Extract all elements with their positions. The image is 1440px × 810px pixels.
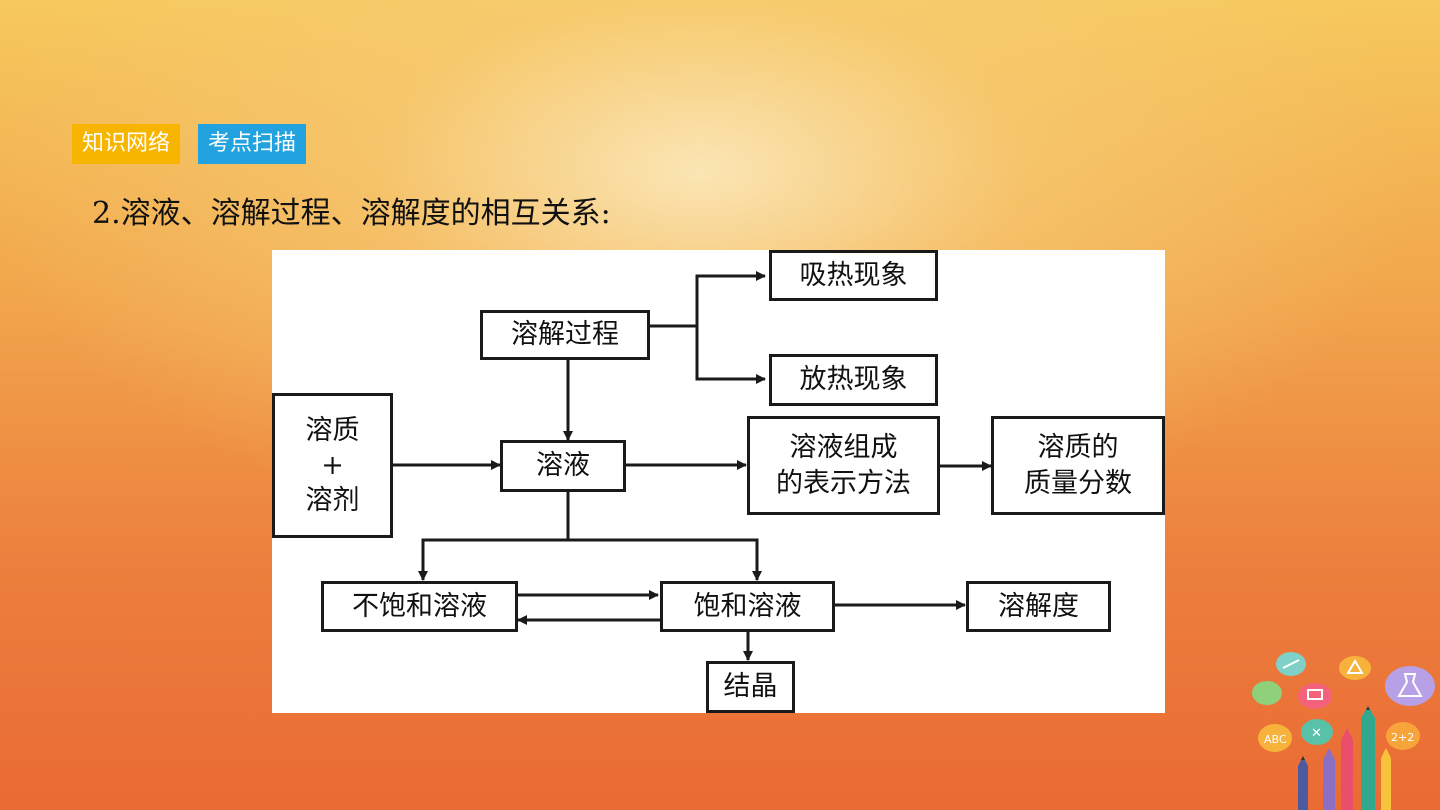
education-decoration: ABC ✕ 2+2 <box>1252 652 1435 810</box>
svg-text:✕: ✕ <box>1311 726 1322 741</box>
box-solute-solvent: 溶质 + 溶剂 <box>272 393 393 538</box>
tag-key-points[interactable]: 考点扫描 <box>198 124 307 164</box>
svg-text:ABC: ABC <box>1264 733 1287 746</box>
box-solution: 溶液 <box>500 440 626 492</box>
box-exothermic: 放热现象 <box>769 354 938 406</box>
pencil-icon <box>1298 706 1391 810</box>
abc-icon: ABC ✕ <box>1258 719 1333 752</box>
flask-icon <box>1385 666 1435 706</box>
box-unsaturated-solution: 不饱和溶液 <box>321 581 518 632</box>
chat-bubble-icon <box>1252 652 1371 709</box>
section-heading: 2.溶液、溶解过程、溶解度的相互关系: <box>92 196 611 231</box>
box-crystallization: 结晶 <box>706 661 795 713</box>
box-solubility: 溶解度 <box>966 581 1111 632</box>
svg-text:2+2: 2+2 <box>1391 731 1414 744</box>
box-dissolving-process: 溶解过程 <box>480 310 650 360</box>
diagram-panel: 吸热现象 溶解过程 放热现象 溶质 + 溶剂 溶液 溶液组成 的表示方法 溶质的… <box>272 250 1165 713</box>
box-saturated-solution: 饱和溶液 <box>660 581 835 632</box>
box-mass-fraction: 溶质的 质量分数 <box>991 416 1165 515</box>
connector-arrows <box>392 271 992 661</box>
box-composition-method: 溶液组成 的表示方法 <box>747 416 940 515</box>
box-endothermic: 吸热现象 <box>769 250 938 301</box>
tag-knowledge-network[interactable]: 知识网络 <box>72 124 181 164</box>
math-icon: 2+2 <box>1386 722 1420 750</box>
